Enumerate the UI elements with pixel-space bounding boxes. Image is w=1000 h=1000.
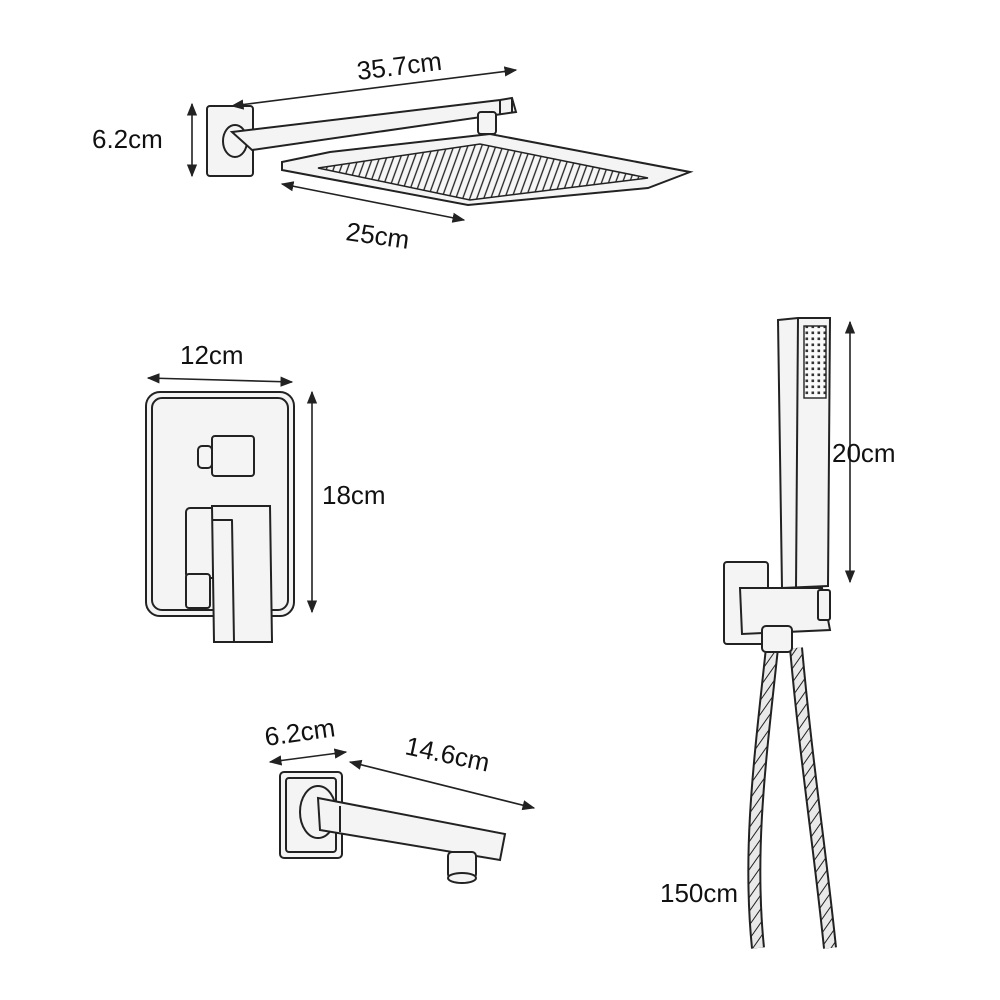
hose-length-label: 150cm bbox=[660, 878, 738, 908]
diverter-knob bbox=[211, 435, 255, 477]
spout-length-dim-line bbox=[348, 759, 536, 811]
spout-plate-dim-line bbox=[268, 748, 348, 766]
spout-body bbox=[316, 796, 507, 862]
mixer-valve-assembly: 12cm 18cm bbox=[145, 340, 386, 643]
mixer-width-label: 12cm bbox=[180, 340, 244, 370]
shower-length-dim-line bbox=[230, 66, 518, 110]
shower-head-connector bbox=[477, 111, 497, 135]
mixer-width-dim-line bbox=[146, 373, 294, 387]
spout-length-label: 14.6cm bbox=[403, 731, 493, 778]
hand-shower-assembly: 20cm 150cm bbox=[660, 317, 896, 949]
shower-head-assembly: 35.7cm 6.2cm 25cm bbox=[92, 46, 694, 255]
shower-length-label: 35.7cm bbox=[355, 46, 443, 86]
hand-shower-length-label: 20cm bbox=[832, 438, 896, 468]
shower-height-label: 6.2cm bbox=[92, 124, 163, 154]
hand-shower-spray-face bbox=[803, 325, 827, 399]
mixer-lever-handle bbox=[210, 505, 274, 643]
shower-head-width-dim-line bbox=[280, 181, 466, 223]
shower-head-width-label: 25cm bbox=[344, 216, 411, 255]
hose-outlet-connector bbox=[761, 625, 793, 653]
mixer-height-label: 18cm bbox=[322, 480, 386, 510]
spout-plate-label: 6.2cm bbox=[263, 712, 337, 752]
tub-spout-assembly: 6.2cm 14.6cm bbox=[263, 712, 536, 884]
